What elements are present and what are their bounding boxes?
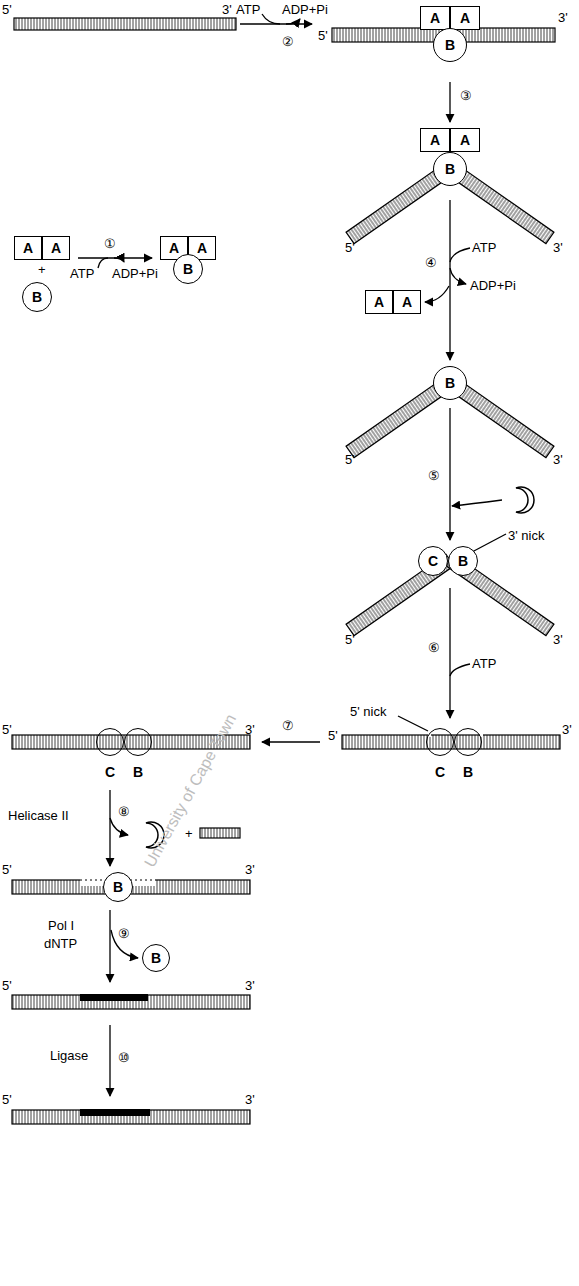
annotation: ATP — [236, 2, 260, 17]
protein-letter: B — [458, 553, 468, 569]
step-number: ① — [104, 236, 116, 251]
protein-letter: B — [124, 764, 152, 780]
strand-end: 3' — [562, 722, 572, 737]
protein-letter: B — [183, 261, 193, 277]
protein-ring — [96, 728, 124, 756]
protein-letter: C — [426, 764, 454, 780]
strand-end: 5' — [2, 2, 12, 17]
strand-end: 5' — [2, 722, 12, 737]
protein-letter: C — [96, 764, 124, 780]
protein-circle: B — [173, 254, 203, 284]
annotation: dNTP — [44, 936, 77, 951]
protein-circle: B — [433, 366, 467, 400]
protein-letter: B — [32, 289, 42, 305]
protein-circle: B — [448, 546, 478, 576]
step-number: ② — [282, 34, 294, 49]
step-number: ⑤ — [428, 468, 440, 483]
strand-end: 5' — [328, 728, 338, 743]
annotation: ATP — [472, 240, 496, 255]
protein-letter: A — [460, 10, 470, 26]
uvra-box: A — [42, 236, 70, 260]
annotation: 3' nick — [508, 528, 544, 543]
protein-ring — [454, 728, 482, 756]
uvra-box: A — [420, 128, 450, 152]
protein-circle: B — [433, 28, 467, 62]
protein-letter: B — [445, 37, 455, 53]
protein-circle: C — [418, 546, 448, 576]
strand-end: 3' — [222, 2, 232, 17]
protein-ring — [426, 728, 454, 756]
protein-circle: B — [142, 944, 170, 972]
protein-outline: C — [426, 728, 454, 780]
step-number: ④ — [425, 255, 437, 270]
step-number: ⑥ — [428, 640, 440, 655]
strand-end: 3' — [553, 452, 563, 467]
protein-letter: A — [51, 240, 61, 256]
protein-letter: C — [428, 553, 438, 569]
protein-outline: B — [124, 728, 152, 780]
strand-end: 3' — [553, 240, 563, 255]
annotation: ADP+Pi — [112, 266, 158, 281]
strand-end: 3' — [558, 10, 568, 25]
protein-letter: A — [460, 132, 470, 148]
protein-circle: B — [433, 152, 467, 186]
protein-circle: B — [22, 282, 52, 312]
protein-letter: A — [430, 10, 440, 26]
annotation: Helicase II — [8, 808, 69, 823]
uvra-box: A — [393, 290, 421, 314]
strand-end: 5' — [2, 862, 12, 877]
strand-end: 5' — [318, 28, 328, 43]
strand-end: 3' — [553, 632, 563, 647]
annotation: ADP+Pi — [470, 278, 516, 293]
protein-outline: B — [454, 728, 482, 780]
annotation: 5' nick — [350, 704, 386, 719]
step-number: ⑨ — [118, 926, 130, 941]
uvra-box: A — [450, 6, 480, 30]
strand-end: 3' — [245, 722, 255, 737]
strand-end: 5' — [2, 978, 12, 993]
annotation: ATP — [70, 266, 94, 281]
protein-letter: A — [169, 240, 179, 256]
protein-letter: B — [454, 764, 482, 780]
protein-letter: B — [113, 879, 123, 895]
strand-end: 5' — [2, 1092, 12, 1107]
step-number: ③ — [460, 88, 472, 103]
annotation: Pol I — [48, 918, 74, 933]
annotation: ADP+Pi — [282, 2, 328, 17]
strand-end: 3' — [245, 1092, 255, 1107]
strand-end: 5' — [345, 632, 355, 647]
uvra-box: A — [420, 6, 450, 30]
protein-letter: A — [402, 294, 412, 310]
protein-letter: A — [197, 240, 207, 256]
step-number: ⑩ — [118, 1050, 130, 1065]
strand-end: + — [38, 262, 46, 277]
strand-end: 5' — [345, 452, 355, 467]
annotation: Ligase — [50, 1048, 88, 1063]
strand-end: + — [185, 826, 193, 841]
strand-end: 5' — [345, 240, 355, 255]
protein-letter: A — [374, 294, 384, 310]
protein-letter: B — [151, 950, 161, 966]
annotation: ATP — [472, 656, 496, 671]
step-number: ⑦ — [282, 718, 294, 733]
protein-outline: C — [96, 728, 124, 780]
protein-circle: B — [103, 872, 133, 902]
protein-ring — [124, 728, 152, 756]
uvra-box: A — [450, 128, 480, 152]
protein-letter: A — [23, 240, 33, 256]
step-number: ⑧ — [118, 804, 130, 819]
protein-letter: B — [445, 375, 455, 391]
uvra-box: A — [365, 290, 393, 314]
strand-end: 3' — [245, 862, 255, 877]
protein-letter: B — [445, 161, 455, 177]
uvra-box: A — [14, 236, 42, 260]
strand-end: 3' — [245, 978, 255, 993]
protein-letter: A — [430, 132, 440, 148]
